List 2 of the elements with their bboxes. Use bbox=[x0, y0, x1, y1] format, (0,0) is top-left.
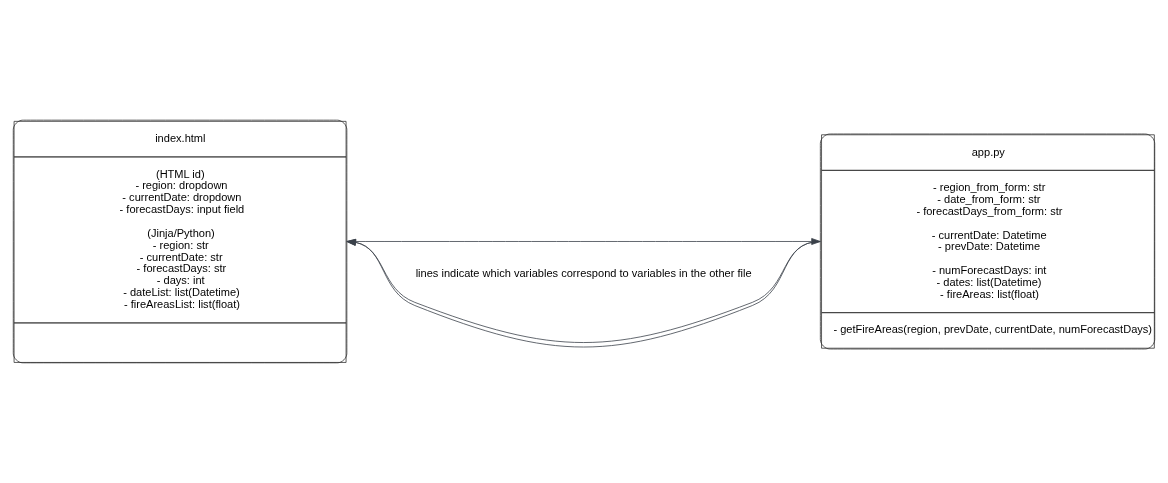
label: lines indicate which variables correspond to variables in the other file bbox=[415, 266, 752, 279]
arrow bbox=[346, 238, 821, 245]
